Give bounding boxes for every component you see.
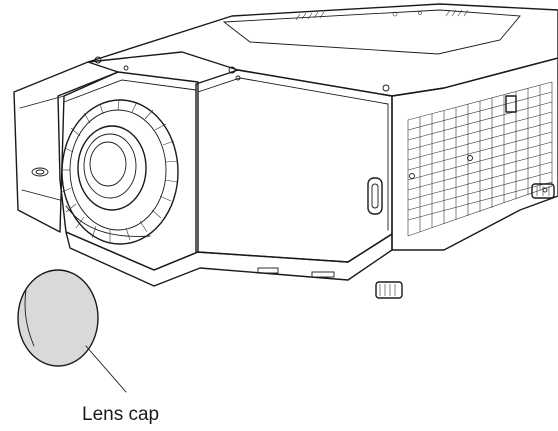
lens-cap-disc [17,269,99,367]
lens-outer-ring [61,99,179,245]
adjustable-foot [375,281,403,299]
lens-glass [89,141,127,187]
leader-line [85,345,127,393]
lens-cap-label: Lens cap [82,404,159,425]
lens-housing [57,71,199,271]
focus-ring-grip [61,99,179,242]
screw [123,65,129,71]
left-sensor [31,167,49,177]
side-handle [367,177,383,215]
front-right-block [195,69,393,263]
bottom-skirt [65,231,393,287]
bottom-slot [257,267,279,274]
projector-body [13,3,558,299]
bottom-slot [311,271,335,278]
side-panel [391,57,558,251]
lens-cap [17,269,99,367]
projector-top-surface [87,3,558,97]
side-vents [407,81,553,237]
screw [228,66,236,74]
adjustable-foot [531,183,555,199]
projection-lens [61,99,179,245]
screw [382,84,390,92]
lens-barrel [77,125,147,211]
screw [94,56,102,64]
top-vents [295,9,469,21]
top-panel [222,9,521,55]
side-port [505,95,517,113]
